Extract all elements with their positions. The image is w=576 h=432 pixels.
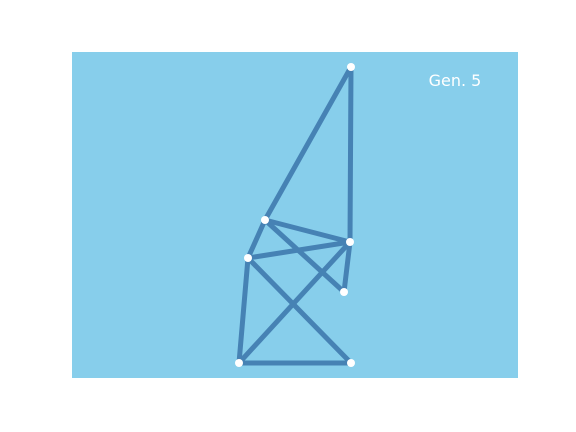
node-n0 bbox=[347, 63, 355, 71]
node-n3 bbox=[244, 254, 252, 262]
edge-n2-n5 bbox=[236, 239, 353, 366]
node-n6 bbox=[347, 359, 355, 367]
edge-n3-n5 bbox=[236, 255, 251, 366]
node-layer bbox=[235, 63, 355, 367]
edge-n3-n2 bbox=[245, 239, 353, 261]
edge-n1-n2 bbox=[262, 217, 353, 245]
edge-n1-n4 bbox=[262, 217, 347, 295]
edge-n2-n4 bbox=[341, 239, 353, 295]
node-n1 bbox=[261, 216, 269, 224]
edge-n3-n6 bbox=[245, 255, 354, 366]
node-n4 bbox=[340, 288, 348, 296]
edge-layer bbox=[236, 64, 354, 366]
node-n2 bbox=[346, 238, 354, 246]
generation-label: Gen. 5 bbox=[429, 71, 482, 90]
diagram-panel bbox=[72, 52, 518, 378]
node-n5 bbox=[235, 359, 243, 367]
edge-n0-n1 bbox=[262, 64, 354, 223]
edge-n1-n3 bbox=[245, 217, 268, 261]
edge-n0-n2 bbox=[347, 64, 354, 245]
